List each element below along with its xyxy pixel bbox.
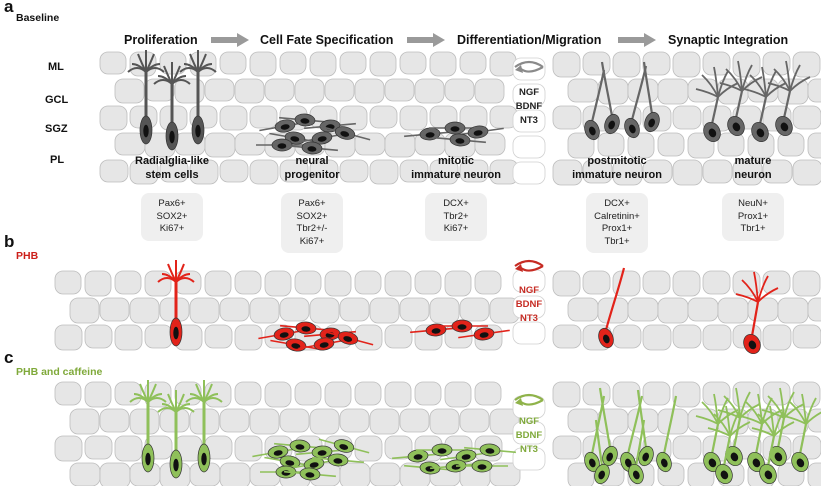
postmitotic-neurons-c <box>584 387 678 485</box>
nf-nt3: NT3 <box>520 444 538 455</box>
mitotic-neurons-b <box>410 319 510 341</box>
marker: Pax6+ <box>158 198 186 209</box>
nf-ngf: NGF <box>518 285 540 296</box>
nf-nt3: NT3 <box>520 313 538 324</box>
panel-a-letter: a <box>4 0 14 16</box>
cell-type-mitotic: mitotic immature neuron <box>411 154 501 182</box>
stage-differentiation: Differentiation/Migration <box>457 33 602 47</box>
tissue-b-right <box>552 270 821 351</box>
cell-type-line: neuron <box>734 169 772 181</box>
marker: Calretinin+ <box>594 210 640 222</box>
cell-type-line: progenitor <box>284 169 340 181</box>
nf-circular-arrow-c <box>514 393 544 406</box>
stage-cell-fate: Cell Fate Specification <box>260 33 394 47</box>
tissue-a-right <box>552 51 821 186</box>
nf-labels-a: NGF BDNF NT3 <box>512 86 546 128</box>
cell-type-line: postmitotic <box>587 155 647 167</box>
cell-type-radialglia: Radialglia-like stem cells <box>135 154 209 182</box>
marker: Prox1+ <box>737 210 769 222</box>
cell-type-line: immature neuron <box>411 169 501 181</box>
cell-type-line: immature neuron <box>572 169 662 181</box>
layer-pl: PL <box>50 154 65 166</box>
progenitors-c <box>252 438 370 481</box>
marker: Pax6+ <box>298 198 326 209</box>
cell-type-line: stem cells <box>145 169 199 181</box>
nf-bdnf: BDNF <box>515 299 543 310</box>
layer-sgz: SGZ <box>45 123 68 135</box>
marker-box-mature: NeuN+ Prox1+ Tbr1+ <box>722 193 784 241</box>
marker: DCX+ <box>604 198 630 209</box>
panel-a-name: Baseline <box>16 12 60 24</box>
stem-cells-a <box>127 50 217 151</box>
layer-gcl: GCL <box>45 94 69 106</box>
stem-cells-c <box>129 380 223 479</box>
nf-ngf: NGF <box>518 87 540 98</box>
cell-type-progenitor: neural progenitor <box>285 154 340 182</box>
marker: Ki67+ <box>443 223 469 234</box>
mitotic-neurons-c <box>392 443 516 475</box>
nf-bdnf: BDNF <box>515 430 543 441</box>
panel-c-letter: c <box>4 348 14 367</box>
panel-b-name: PHB <box>16 250 39 262</box>
nf-circular-arrow-b <box>514 259 544 272</box>
gap-column-a <box>512 57 546 185</box>
marker: SOX2+ <box>156 210 188 222</box>
layer-ml: ML <box>48 61 64 73</box>
panel-b-letter: b <box>4 232 15 251</box>
tissue-b-left <box>54 270 520 351</box>
stem-cell-b <box>157 260 195 347</box>
panel-c-name: PHB and caffeine <box>16 366 103 378</box>
stage-proliferation: Proliferation <box>124 33 198 47</box>
marker: SOX2+ <box>296 210 328 222</box>
nf-bdnf: BDNF <box>515 101 543 112</box>
nf-labels-c: NGF BDNF NT3 <box>512 415 546 457</box>
marker-box-stem: Pax6+ SOX2+ Ki67+ <box>141 193 203 241</box>
marker-box-postmitotic: DCX+ Calretinin+ Prox1+ Tbr1+ <box>586 193 648 253</box>
marker: Tbr1+ <box>604 235 630 247</box>
nf-nt3: NT3 <box>520 115 538 126</box>
nf-labels-b: NGF BDNF NT3 <box>512 284 546 326</box>
cell-type-line: Radialglia-like <box>135 155 209 167</box>
cell-type-postmitotic: postmitotic immature neuron <box>572 154 662 182</box>
progenitors-a <box>256 113 371 155</box>
nf-ngf: NGF <box>518 416 540 427</box>
marker: Prox1+ <box>601 223 633 234</box>
marker-box-progenitor: Pax6+ SOX2+ Tbr2+/- Ki67+ <box>281 193 343 253</box>
marker: Ki67+ <box>299 235 325 247</box>
marker: Tbr2+ <box>443 210 469 222</box>
marker: Tbr1+ <box>740 223 766 234</box>
gap-column-b <box>512 269 546 345</box>
cell-type-line: mature <box>734 155 772 167</box>
mature-neuron-b <box>735 271 779 355</box>
mature-neurons-a <box>695 60 811 143</box>
cell-type-line: neural <box>295 155 329 167</box>
arrow-1 <box>211 33 249 47</box>
postmitotic-neuron-b <box>598 267 626 349</box>
stage-synaptic: Synaptic Integration <box>668 33 789 47</box>
postmitotic-neurons-a <box>584 61 660 141</box>
marker: NeuN+ <box>738 198 768 209</box>
mature-neurons-c <box>695 387 821 485</box>
mitotic-neurons-a <box>404 121 504 147</box>
cell-type-line: mitotic <box>437 155 475 167</box>
marker-box-mitotic: DCX+ Tbr2+ Ki67+ <box>425 193 487 241</box>
progenitors-b <box>258 321 374 352</box>
marker: Tbr2+/- <box>296 223 328 234</box>
marker: Ki67+ <box>159 223 185 234</box>
arrow-2 <box>407 33 445 47</box>
arrow-3 <box>618 33 656 47</box>
nf-circular-arrow-a <box>514 60 544 73</box>
cell-type-mature: mature neuron <box>734 154 771 182</box>
marker: DCX+ <box>443 198 469 209</box>
